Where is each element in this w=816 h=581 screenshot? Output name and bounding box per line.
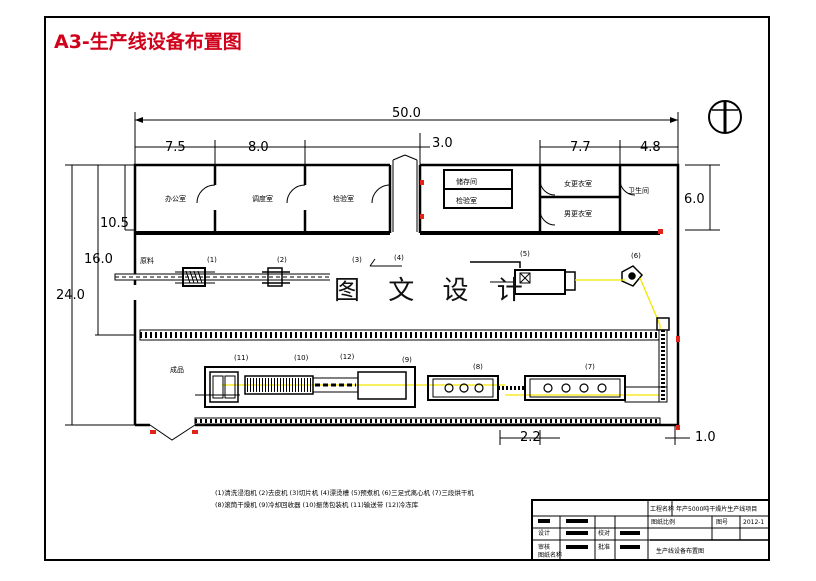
tb-sub2-label: 图纸名称	[538, 551, 562, 559]
partition-wall	[135, 231, 660, 235]
tb-row-check: 校对	[598, 529, 610, 537]
equipment-slicer-blancher	[369, 258, 402, 267]
corridor-stairs	[392, 154, 418, 232]
equipment-drum-dryer	[427, 375, 525, 401]
tag-7: (7)	[585, 363, 595, 371]
dim-bottom-right: 1.0	[695, 430, 716, 445]
drawing-title: A3-生产线设备布置图	[54, 30, 242, 53]
tag-12: (12)	[340, 353, 355, 361]
drainage-channel	[139, 329, 661, 341]
legend-line-1: (1)清洗浸泡机 (2)去皮机 (3)切片机 (4)漂烫槽 (5)预煮机 (6)…	[215, 488, 474, 497]
equipment-cooling	[312, 371, 407, 400]
tag-6: (6)	[631, 252, 641, 260]
north-arrow-icon	[708, 100, 742, 134]
tb-scale-label: 图纸比例	[651, 518, 675, 526]
tag-1: (1)	[207, 256, 217, 264]
dim-left-total: 24.0	[56, 288, 85, 303]
tag-10: (10)	[294, 354, 309, 362]
tb-row-design: 设计	[538, 529, 550, 537]
room-toilet: 卫生间	[628, 186, 649, 195]
dim-bottom-gap: 2.2	[520, 430, 541, 445]
tag-2: (2)	[277, 256, 287, 264]
dim-left-h1: 10.5	[100, 216, 129, 231]
dim-seg-c: 3.0	[432, 136, 453, 151]
legend-line-2: (8)滚筒干燥机 (9)冷却回收器 (10)振荡包装机 (11)输送带 (12)…	[215, 500, 419, 509]
dim-left-h2: 16.0	[84, 252, 113, 267]
tag-9: (9)	[402, 356, 412, 364]
label-finished-product: 成品	[170, 365, 184, 374]
dim-seg-b: 8.0	[248, 140, 269, 155]
tag-11: (11)	[234, 354, 249, 362]
tb-row-review: 审核	[538, 543, 550, 551]
dim-seg-d: 7.7	[570, 140, 591, 155]
tb-sheet-label: 图号	[716, 519, 728, 526]
dim-right-height: 6.0	[684, 192, 705, 207]
label-raw-material: 原料	[140, 256, 154, 265]
dim-seg-a: 7.5	[165, 140, 186, 155]
room-inspection: 检验室	[333, 194, 354, 203]
tb-drawing-name: 生产线设备布置图	[656, 547, 704, 555]
door-markers	[150, 180, 680, 434]
watermark: 图 文 设 计	[334, 276, 533, 306]
equipment-packaging	[195, 366, 416, 408]
room-office: 办公室	[165, 194, 186, 203]
drawing-border	[44, 16, 770, 561]
tag-4: (4)	[394, 254, 404, 262]
dim-overall-width: 50.0	[392, 106, 421, 121]
tb-project: 年产5000吨干燥片生产线项目	[676, 505, 757, 513]
equipment-peeler	[262, 267, 290, 287]
room-dispatch: 调度室	[252, 194, 273, 203]
conveyor-vertical	[624, 317, 670, 403]
tb-sheet-value: 2012-1	[743, 519, 764, 526]
storage-box	[443, 169, 513, 209]
tb-sub-label: 工程名称	[650, 505, 674, 513]
room-female-locker: 女更衣室	[564, 179, 592, 188]
room-store: 储存间	[456, 177, 477, 186]
dim-seg-e: 4.8	[640, 140, 661, 155]
drainage-bottom	[194, 417, 661, 425]
tag-3: (3)	[352, 256, 362, 264]
equipment-washer	[175, 267, 215, 287]
tb-row-approve: 批准	[598, 543, 610, 551]
room-store-inspection: 检验室	[456, 196, 477, 205]
tag-5: (5)	[520, 250, 530, 258]
equipment-three-stage-dryer	[524, 375, 626, 401]
room-male-locker: 男更衣室	[564, 209, 592, 218]
tag-8: (8)	[473, 363, 483, 371]
title-block	[531, 499, 770, 561]
